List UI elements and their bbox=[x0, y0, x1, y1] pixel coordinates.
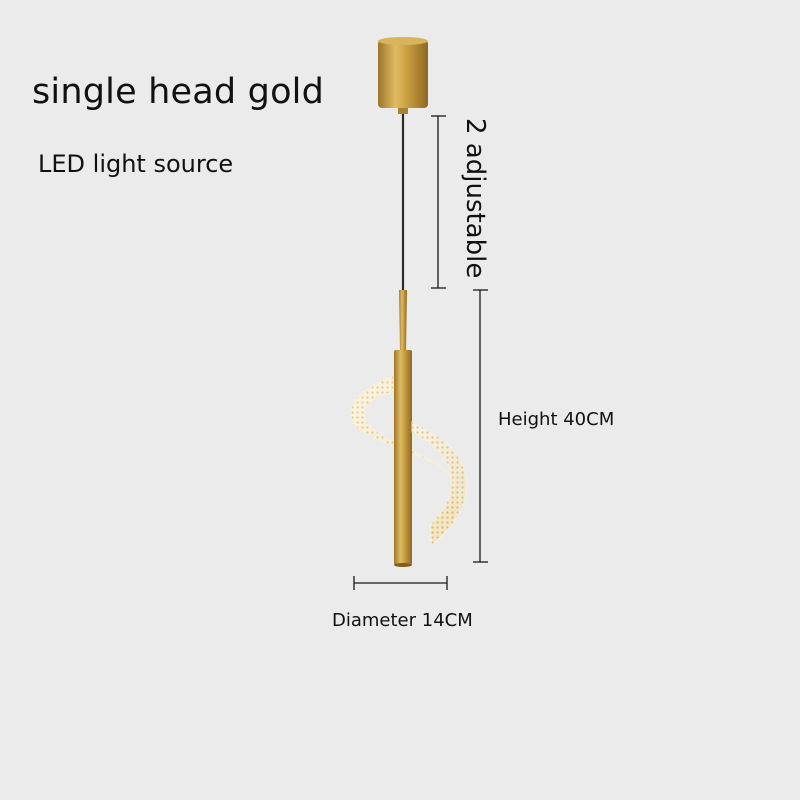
helix-front bbox=[411, 421, 468, 547]
height-dimension-line bbox=[473, 289, 488, 563]
height-label: Height 40CM bbox=[498, 409, 615, 430]
lamp-rod bbox=[399, 290, 407, 352]
cord-length-label: 2 adjustable bbox=[460, 118, 490, 279]
gold-tube bbox=[394, 350, 412, 567]
product-title: single head gold bbox=[32, 72, 325, 112]
light-source-label: LED light source bbox=[38, 150, 234, 178]
cord-dimension-line bbox=[431, 115, 446, 289]
diameter-label: Diameter 14CM bbox=[332, 610, 473, 631]
diameter-dimension-line bbox=[353, 576, 448, 590]
ceiling-canopy bbox=[378, 37, 428, 114]
